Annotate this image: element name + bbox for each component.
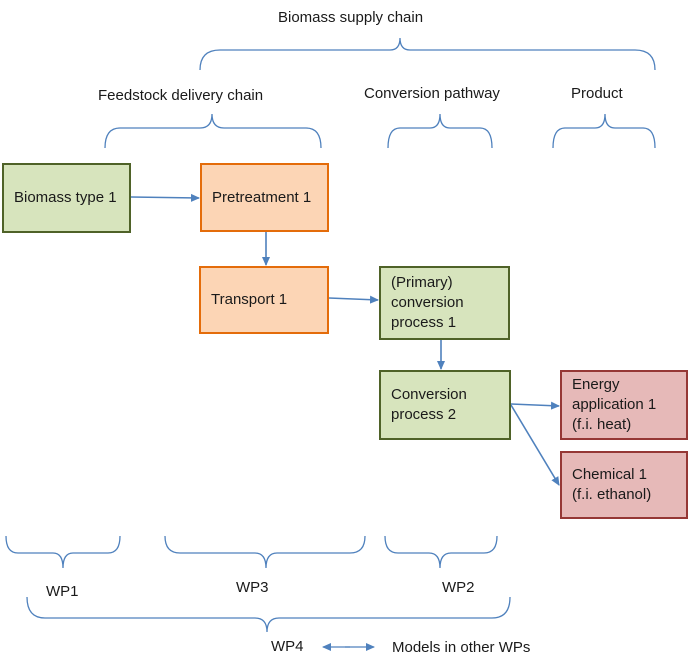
label-product: Product: [571, 85, 623, 102]
arrow-conversion2-to-energy: [510, 401, 560, 410]
label-feedstock-delivery-chain: Feedstock delivery chain: [98, 87, 264, 104]
label-conversion-pathway: Conversion pathway: [364, 85, 500, 102]
node-pretreatment-1: Pretreatment 1: [200, 163, 329, 232]
brace-wp4: [26, 596, 511, 633]
node-biomass-type-1: Biomass type 1: [2, 163, 131, 233]
brace-wp3: [164, 535, 366, 569]
node-energy-application-1: Energy application 1 (f.i. heat): [560, 370, 688, 440]
node-chemical-1: Chemical 1 (f.i. ethanol): [560, 451, 688, 519]
label-wp2: WP2: [442, 579, 475, 596]
label-models-in-other-wps: Models in other WPs: [392, 639, 531, 656]
label-wp1: WP1: [46, 583, 79, 600]
arrow-transport-to-primary: [328, 295, 379, 304]
label-biomass-supply-chain: Biomass supply chain: [278, 9, 424, 26]
node-transport-1: Transport 1: [199, 266, 329, 334]
brace-wp1: [5, 535, 121, 569]
label-wp3: WP3: [236, 579, 269, 596]
brace-product: [552, 113, 656, 149]
node-conversion-process-2: Conversion process 2: [379, 370, 511, 440]
label-wp4: WP4: [271, 638, 304, 655]
arrow-biomass-to-pretreatment: [130, 193, 200, 202]
arrow-conversion2-to-chemical: [510, 404, 560, 486]
brace-conversion-pathway: [387, 113, 493, 149]
brace-feedstock-chain: [104, 113, 322, 149]
brace-wp2: [384, 535, 498, 569]
brace-supply-chain: [199, 37, 656, 71]
node-primary-conversion-process-1: (Primary) conversion process 1: [379, 266, 510, 340]
